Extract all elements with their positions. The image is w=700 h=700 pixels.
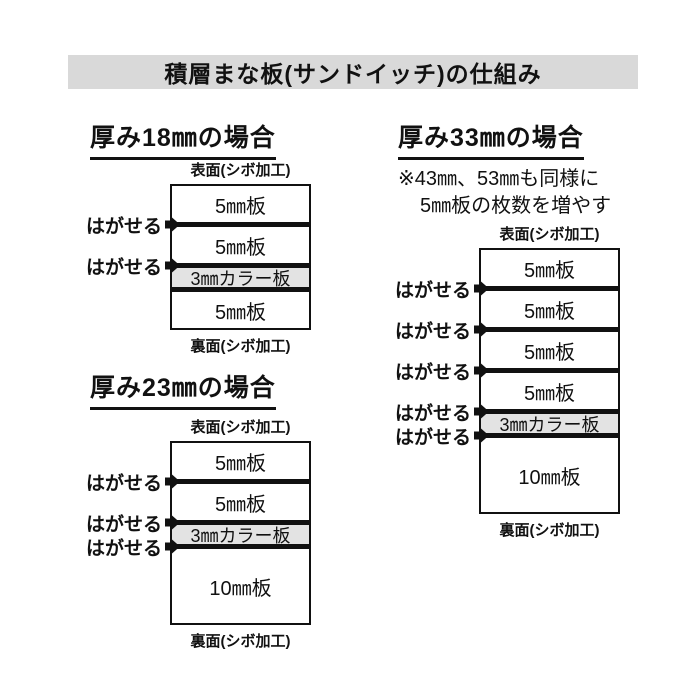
note-line-2: 5㎜板の枚数を増やす bbox=[420, 195, 612, 217]
layer-3mm-color-plate: 3㎜カラー板 bbox=[172, 525, 309, 546]
right-arrow-icon bbox=[165, 217, 180, 232]
layer-5mm-plate: 5㎜板 bbox=[481, 291, 618, 327]
peel-text: はがせる bbox=[85, 473, 162, 494]
glue-divider bbox=[172, 222, 309, 227]
peel-label: はがせる bbox=[394, 275, 489, 302]
surface-label: 表面(シボ加工) bbox=[190, 419, 291, 436]
peel-label: はがせる bbox=[394, 357, 489, 384]
peel-text: はがせる bbox=[394, 362, 471, 383]
peel-label: はがせる bbox=[85, 509, 180, 536]
case-33mm-note: ※43㎜、53㎜も同様に 5㎜板の枚数を増やす bbox=[398, 166, 611, 220]
peel-text: はがせる bbox=[394, 321, 471, 342]
right-arrow-icon bbox=[474, 281, 489, 296]
layer-5mm-plate: 5㎜板 bbox=[172, 186, 309, 222]
title-bar: 積層まな板(サンドイッチ)の仕組み bbox=[68, 55, 638, 89]
right-arrow-icon bbox=[474, 363, 489, 378]
case-33mm-heading: 厚み33㎜の場合 bbox=[398, 118, 584, 160]
right-arrow-icon bbox=[165, 474, 180, 489]
layer-5mm-plate: 5㎜板 bbox=[481, 332, 618, 368]
glue-divider bbox=[481, 433, 618, 438]
peel-text: はがせる bbox=[394, 427, 471, 448]
peel-label: はがせる bbox=[85, 211, 180, 238]
layer-5mm-plate: 5㎜板 bbox=[481, 250, 618, 286]
peel-text: はがせる bbox=[394, 403, 471, 424]
surface-label: 表面(シボ加工) bbox=[499, 226, 600, 243]
back-label: 裏面(シボ加工) bbox=[190, 633, 291, 650]
layer-3mm-color-plate: 3㎜カラー板 bbox=[172, 268, 309, 289]
glue-divider bbox=[172, 479, 309, 484]
right-arrow-icon bbox=[474, 428, 489, 443]
right-arrow-icon bbox=[474, 322, 489, 337]
peel-text: はがせる bbox=[394, 280, 471, 301]
peel-label: はがせる bbox=[85, 533, 180, 560]
layer-10mm-plate: 10㎜板 bbox=[481, 438, 618, 512]
glue-divider bbox=[481, 409, 618, 414]
glue-divider bbox=[172, 520, 309, 525]
right-arrow-icon bbox=[165, 258, 180, 273]
glue-divider bbox=[481, 327, 618, 332]
glue-divider bbox=[172, 263, 309, 268]
page-title: 積層まな板(サンドイッチ)の仕組み bbox=[164, 61, 542, 87]
peel-label: はがせる bbox=[85, 252, 180, 279]
layer-3mm-color-plate: 3㎜カラー板 bbox=[481, 414, 618, 435]
note-line-1: ※43㎜、53㎜も同様に bbox=[398, 168, 600, 190]
peel-text: はがせる bbox=[85, 538, 162, 559]
surface-label: 表面(シボ加工) bbox=[190, 162, 291, 179]
peel-label: はがせる bbox=[85, 468, 180, 495]
right-arrow-icon bbox=[474, 404, 489, 419]
peel-label: はがせる bbox=[394, 422, 489, 449]
peel-text: はがせる bbox=[85, 257, 162, 278]
right-arrow-icon bbox=[165, 515, 180, 530]
glue-divider bbox=[172, 544, 309, 549]
back-label: 裏面(シボ加工) bbox=[499, 522, 600, 539]
layer-5mm-plate: 5㎜板 bbox=[172, 484, 309, 520]
peel-label: はがせる bbox=[394, 398, 489, 425]
right-arrow-icon bbox=[165, 539, 180, 554]
back-label: 裏面(シボ加工) bbox=[190, 338, 291, 355]
case-23mm-heading: 厚み23㎜の場合 bbox=[90, 368, 276, 410]
peel-label: はがせる bbox=[394, 316, 489, 343]
glue-divider bbox=[172, 287, 309, 292]
layer-5mm-plate: 5㎜板 bbox=[172, 227, 309, 263]
peel-text: はがせる bbox=[85, 216, 162, 237]
layer-5mm-plate: 5㎜板 bbox=[172, 292, 309, 328]
peel-text: はがせる bbox=[85, 514, 162, 535]
case-18mm-heading: 厚み18㎜の場合 bbox=[90, 118, 276, 160]
layer-5mm-plate: 5㎜板 bbox=[172, 443, 309, 479]
layer-10mm-plate: 10㎜板 bbox=[172, 549, 309, 623]
glue-divider bbox=[481, 286, 618, 291]
glue-divider bbox=[481, 368, 618, 373]
layer-5mm-plate: 5㎜板 bbox=[481, 373, 618, 409]
